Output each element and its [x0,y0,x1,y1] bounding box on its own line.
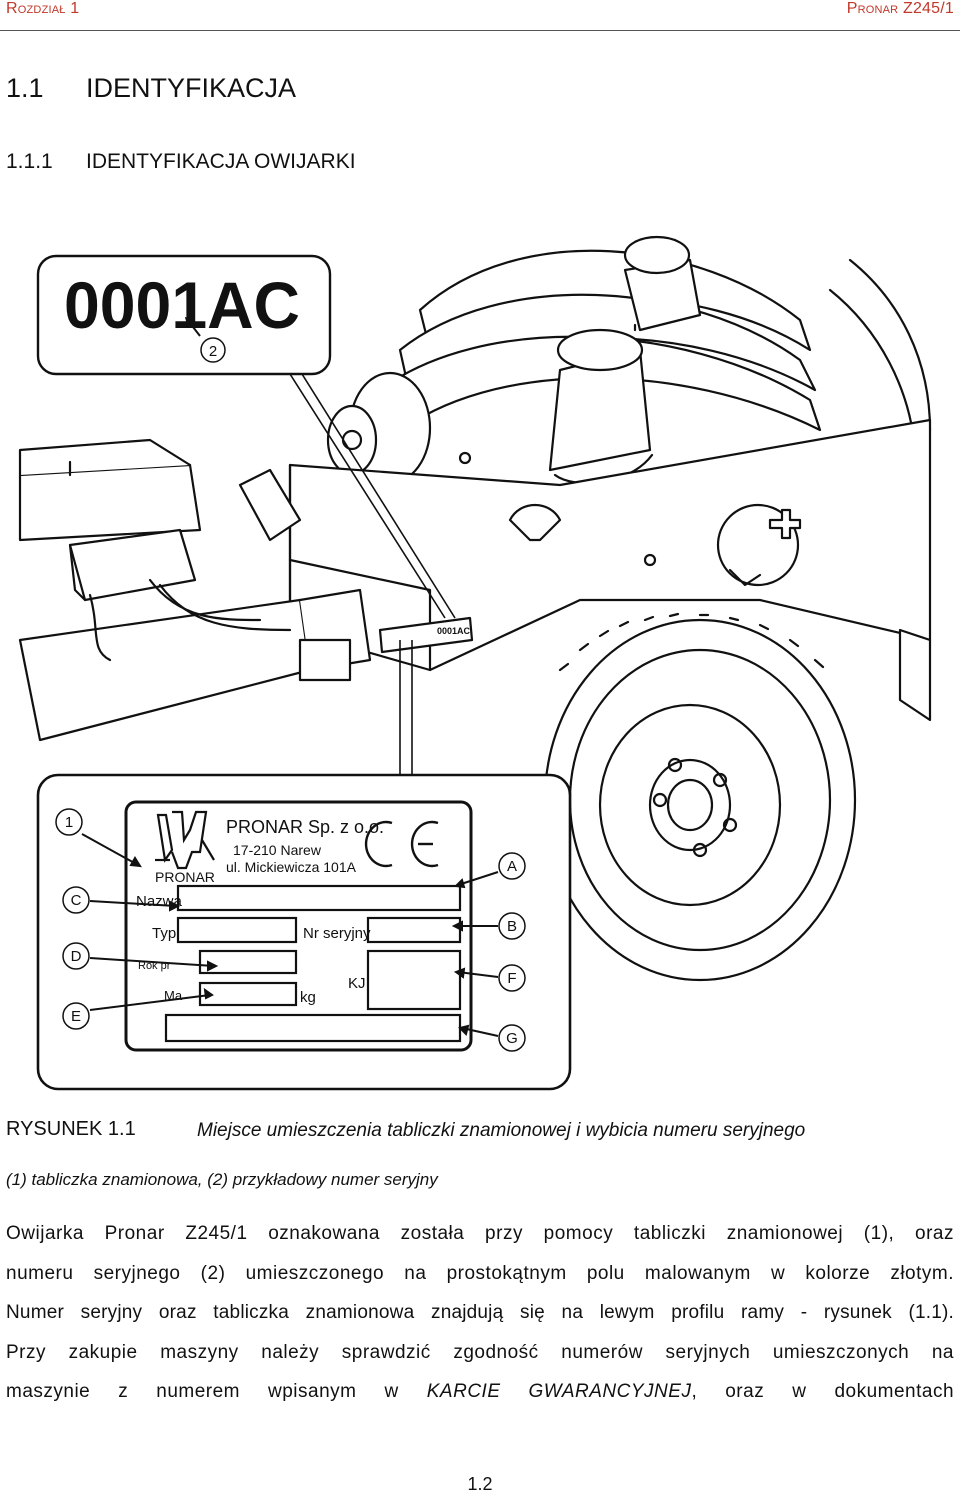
plate-street: ul. Mickiewicza 101A [226,859,357,875]
body-paragraph: Owijarka Pronar Z245/1 oznakowana został… [6,1214,954,1412]
section-title: IDENTYFIKACJA [86,73,297,103]
callout-1: 1 [65,814,73,831]
machine-drawing: 0001AC 0001AC 2 PRONAR PRONAR Sp. z o.o.… [18,235,932,1091]
serial-number-box [36,254,332,376]
subsection-number: 1.1.1 [6,150,53,173]
serial-number-text: 0001AC [64,268,300,342]
section-heading: 1.1 IDENTYFIKACJA [6,73,296,104]
model-label: Pronar Z245/1 [846,0,954,17]
plate-company: PRONAR Sp. z o.o. [226,817,384,837]
subsection-title: IDENTYFIKACJA OWIJARKI [86,150,356,173]
header-rule [0,30,960,31]
body-line-5-end: , oraz w dokumentach [691,1381,955,1402]
body-line-5-start: maszynie z numerem wpisanym w [6,1381,399,1402]
section-number: 1.1 [6,73,44,103]
body-line-2: numeru seryjnego (2) umieszczonego na pr… [6,1262,954,1284]
body-line-3: Numer seryjny oraz tabliczka znamionowa … [6,1302,954,1323]
callout-b: B [507,918,517,935]
callout-g: G [506,1030,518,1047]
callout-f: F [507,970,516,987]
figure-legend: (1) tabliczka znamionowa, (2) przykładow… [6,1170,438,1189]
plate-label-kg: kg [300,989,316,1006]
frame-serial-text: 0001AC [437,626,471,636]
body-line-1: Owijarka Pronar Z245/1 oznakowana został… [6,1223,954,1244]
plate-label-serial: Nr seryjny [303,925,371,942]
figure-1-1: 0001AC 0001AC 2 PRONAR PRONAR Sp. z o.o.… [0,200,960,1100]
plate-label-kj: KJ [348,975,366,992]
running-head: Rozdział 1 Pronar Z245/1 [0,0,960,34]
page-number: 1.2 [467,1474,493,1494]
callout-2: 2 [209,343,217,360]
body-line-5: maszynie z numerem wpisanym w KARCIE GWA… [6,1372,954,1412]
callout-a: A [507,858,517,875]
figure-caption-label: RYSUNEK 1.1 [6,1118,136,1140]
plate-city: 17-210 Narew [233,842,322,858]
ce-mark-icon [364,820,439,868]
chapter-label: Rozdział 1 [6,0,80,17]
body-line-4: Przy zakupie maszyny należy sprawdzić zg… [6,1341,954,1363]
callout-e: E [71,1008,81,1025]
subsection-heading: 1.1.1 IDENTYFIKACJA OWIJARKI [6,150,356,174]
pronar-logo-icon [155,810,215,870]
plate-label-type: Typ [152,925,176,942]
warranty-card-emphasis: KARCIE GWARANCYJNEJ [426,1381,692,1402]
plate-logo-text: PRONAR [155,869,215,885]
figure-caption-text: Miejsce umieszczenia tabliczki znamionow… [197,1120,806,1141]
callout-d: D [71,948,82,965]
callout-c: C [71,892,82,909]
